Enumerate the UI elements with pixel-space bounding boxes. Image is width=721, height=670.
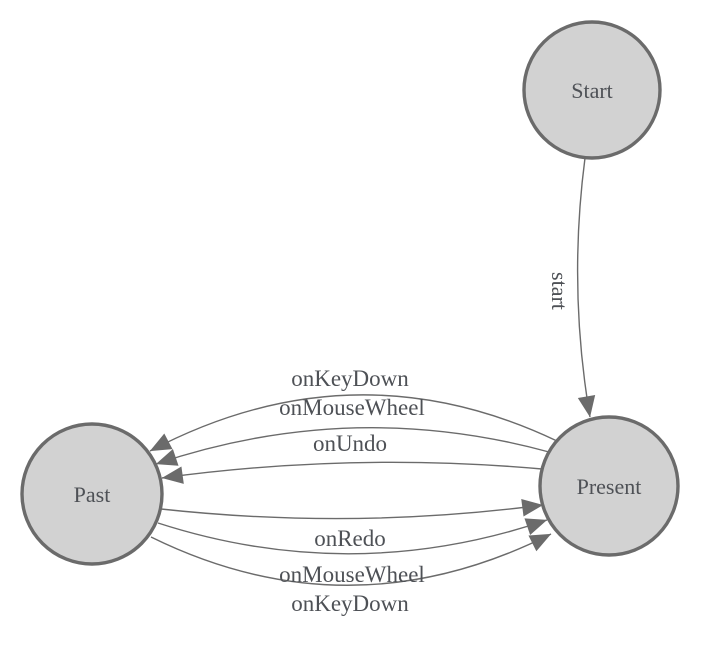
- edge-label-onredo: onRedo: [314, 526, 386, 551]
- edge-present-to-past-onkeydown: [149, 394, 558, 452]
- edge-start-to-present: [576, 157, 596, 418]
- state-node-start[interactable]: Start: [522, 20, 662, 160]
- edge-label-start: start: [547, 272, 572, 310]
- state-label-present: Present: [577, 474, 642, 499]
- state-circle-past[interactable]: [20, 422, 164, 566]
- edge-label-onkeydown-bottom: onKeyDown: [291, 591, 409, 616]
- transition-labels: start onKeyDown onMouseWheel onUndo onRe…: [279, 272, 572, 616]
- edge-present-to-past-onmousewheel: [155, 427, 550, 466]
- state-label-start: Start: [571, 78, 613, 103]
- edge-past-to-present-onredo: [160, 498, 544, 520]
- edge-present-to-past-onundo: [161, 461, 543, 484]
- transition-edges: [149, 157, 596, 586]
- state-circle-present[interactable]: [538, 415, 680, 557]
- state-node-past[interactable]: Past: [20, 422, 164, 566]
- state-label-past: Past: [74, 482, 111, 507]
- edge-label-onmousewheel-bottom: onMouseWheel: [279, 562, 425, 587]
- edge-label-onkeydown-top: onKeyDown: [291, 366, 409, 391]
- edge-past-to-present-onmousewheel: [157, 518, 548, 555]
- state-node-present[interactable]: Present: [538, 415, 680, 557]
- edge-label-onmousewheel-top: onMouseWheel: [279, 395, 425, 420]
- edge-past-to-present-onkeydown: [150, 533, 552, 586]
- state-circle-start[interactable]: [522, 20, 662, 160]
- edge-label-onundo: onUndo: [313, 431, 387, 456]
